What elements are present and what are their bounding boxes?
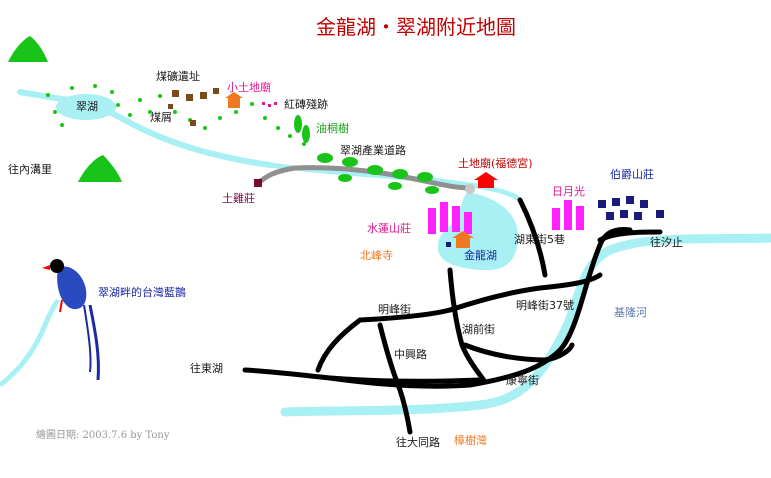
red-brick-icon bbox=[262, 102, 277, 107]
industry-road bbox=[255, 165, 473, 191]
label-riyueguang: 日月光 bbox=[552, 184, 585, 198]
label-cuihu: 翠湖 bbox=[76, 100, 98, 113]
label-beifeng: 北峰寺 bbox=[360, 249, 393, 262]
map-title: 金龍湖・翠湖附近地圖 bbox=[316, 15, 516, 39]
road-huqian bbox=[447, 267, 488, 385]
label-magpie: 翠湖畔的台灣藍鵲 bbox=[98, 285, 186, 299]
label-kangning: 康寧街 bbox=[506, 373, 539, 387]
road-mingfeng bbox=[447, 272, 603, 313]
mountain-icon bbox=[8, 36, 48, 62]
label-to-datong: 往大同路 bbox=[396, 435, 440, 449]
label-zhongxing: 中興路 bbox=[394, 348, 427, 361]
tree-icon bbox=[317, 153, 439, 194]
road-mingfeng37 bbox=[462, 342, 575, 363]
label-zhangshuwan: 樟樹灣 bbox=[454, 433, 487, 447]
label-small-temple: 小土地廟 bbox=[227, 80, 271, 94]
tung-tree-icon bbox=[294, 115, 310, 143]
label-shuilian: 水蓮山莊 bbox=[367, 221, 411, 235]
building-icon-boyue bbox=[598, 196, 664, 220]
forest-dots bbox=[46, 84, 306, 146]
building-icon-riyueguang bbox=[552, 200, 584, 230]
label-coal-hut: 煤屑 bbox=[150, 111, 172, 124]
label-coal-mine: 煤礦遺址 bbox=[156, 69, 200, 83]
road-mingfeng-west bbox=[315, 307, 453, 373]
junction-marker bbox=[465, 184, 475, 194]
label-boyue: 伯爵山莊 bbox=[610, 167, 654, 181]
temple-icon bbox=[225, 92, 243, 108]
label-mingfeng: 明峰街 bbox=[378, 302, 411, 316]
label-tuji: 土雞莊 bbox=[222, 191, 255, 205]
building-icon-shuilian bbox=[428, 202, 472, 234]
bird-icon bbox=[42, 259, 100, 381]
house-icon bbox=[254, 179, 262, 187]
label-jinlong: 金龍湖 bbox=[464, 248, 497, 262]
label-industry-road: 翠湖產業道路 bbox=[340, 143, 406, 157]
house-icon-jinlong bbox=[446, 242, 451, 247]
credit-text: 繪圖日期: 2003.7.6 by Tony bbox=[36, 428, 170, 441]
label-mingfeng37: 明峰街37號 bbox=[516, 298, 574, 312]
earth-temple-icon bbox=[474, 172, 498, 188]
label-huqian: 湖前街 bbox=[462, 322, 495, 336]
road-hudong bbox=[597, 229, 663, 243]
label-red-brick: 紅磚殘跡 bbox=[284, 97, 328, 111]
label-to-xizhi: 往汐止 bbox=[650, 235, 683, 249]
label-to-donghu: 往東湖 bbox=[190, 361, 223, 375]
road-network bbox=[242, 197, 663, 435]
label-keelung-river: 基隆河 bbox=[614, 305, 647, 319]
label-tung-tree: 油桐樹 bbox=[316, 121, 349, 135]
road-to-north bbox=[517, 197, 548, 278]
stream-upper bbox=[17, 89, 273, 168]
coal-mine-icon bbox=[168, 88, 219, 126]
label-earth-temple: 土地廟(福德宮) bbox=[458, 156, 533, 170]
mountain-icon-2 bbox=[78, 155, 122, 182]
beifeng-temple-icon bbox=[452, 231, 474, 248]
label-to-neigou: 往內溝里 bbox=[8, 162, 52, 176]
label-hudong: 湖東街5巷 bbox=[514, 232, 565, 246]
road-zhongxing bbox=[377, 322, 413, 435]
labels: 翠湖 煤礦遺址 煤屑 小土地廟 紅磚殘跡 油桐樹 往內溝里 翠湖產業道路 土地廟… bbox=[8, 69, 683, 449]
left-stream bbox=[0, 298, 61, 387]
cuihu-lake bbox=[56, 94, 116, 120]
jinlong-lake bbox=[437, 192, 519, 271]
